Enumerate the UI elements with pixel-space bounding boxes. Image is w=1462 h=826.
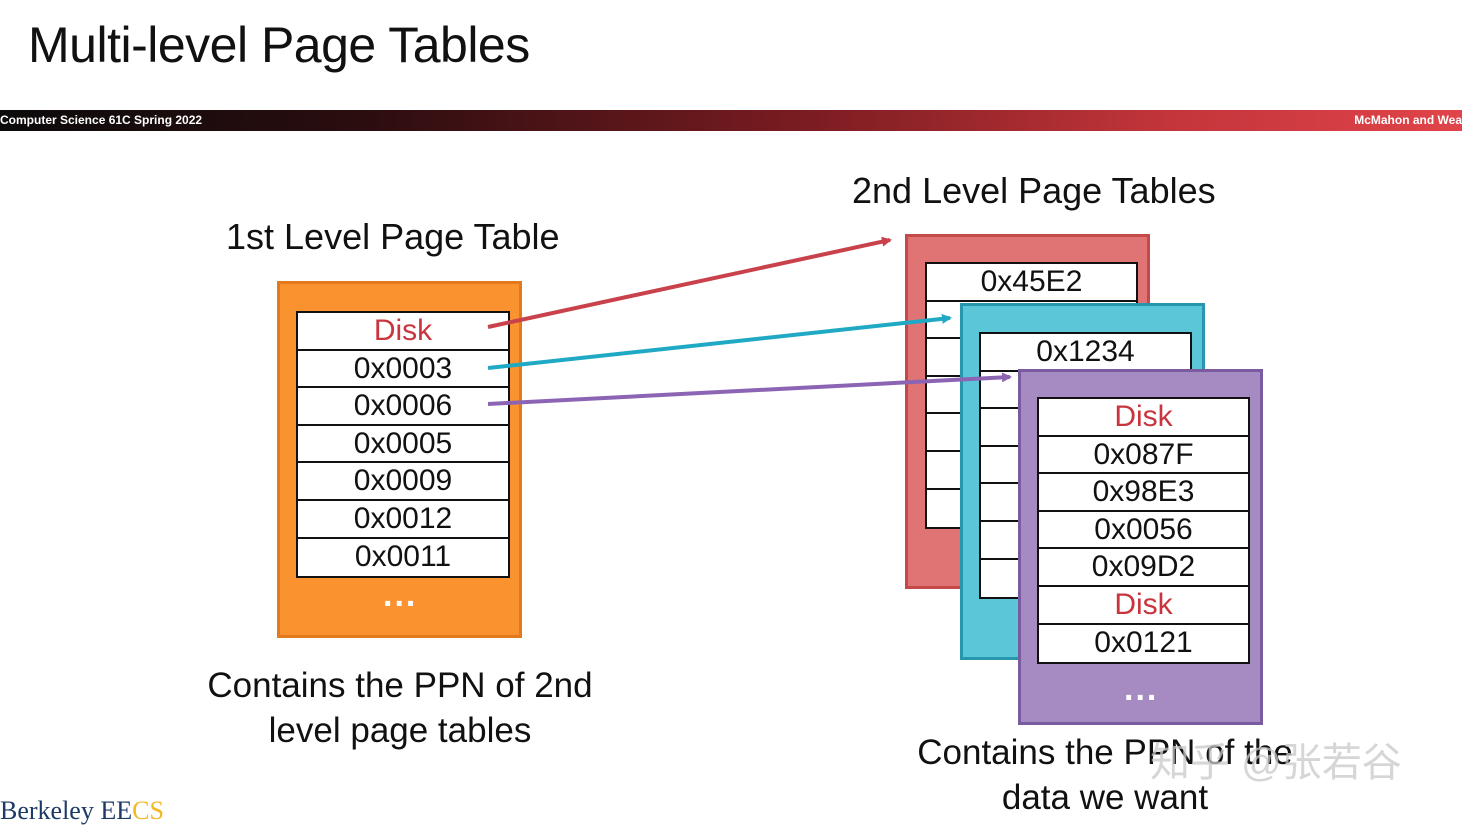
table-row: 0x0003: [298, 351, 508, 389]
first-level-ellipsis: ...: [383, 576, 418, 614]
second-level-ellipsis: ...: [1124, 670, 1159, 708]
watermark: 知乎 @张若谷: [1150, 741, 1402, 785]
table-row: 0x087F: [1039, 437, 1248, 475]
caption-line: Contains the PPN of the: [917, 733, 1293, 772]
table-row: 0x0006: [298, 388, 508, 426]
caption-line: Contains the PPN of 2nd: [207, 666, 593, 705]
arrow-0x0006-to-purple-table: [487, 372, 1012, 406]
second-level-panel-purple: Disk 0x087F 0x98E3 0x0056 0x09D2 Disk 0x…: [1018, 369, 1263, 725]
course-name: Computer Science 61C Spring 2022: [0, 113, 203, 127]
second-level-label: 2nd Level Page Tables: [852, 170, 1216, 211]
first-level-label: 1st Level Page Table: [226, 216, 560, 257]
caption-line: level page tables: [268, 711, 532, 750]
table-row: 0x45E2: [927, 264, 1136, 302]
table-row: 0x0009: [298, 463, 508, 501]
table-row: 0x98E3: [1039, 474, 1248, 512]
table-row: 0x0012: [298, 501, 508, 539]
arrow-disk-to-red-table: [487, 236, 892, 329]
course-banner: Computer Science 61C Spring 2022 McMahon…: [0, 110, 1462, 131]
table-row: 0x0121: [1094, 625, 1193, 659]
slide-title: Multi-level Page Tables: [28, 17, 530, 73]
first-level-caption: Contains the PPN of 2nd level page table…: [180, 663, 620, 753]
first-level-panel: Disk 0x0003 0x0006 0x0005 0x0009 0x0012 …: [277, 281, 522, 638]
purple-table: Disk 0x087F 0x98E3 0x0056 0x09D2 Disk 0x…: [1037, 397, 1250, 665]
table-row: 0x0005: [298, 426, 508, 464]
logo-main: Berkeley EE: [0, 796, 133, 825]
logo-accent: CS: [132, 796, 164, 825]
arrow-0x0003-to-teal-table: [487, 313, 952, 370]
first-level-table: Disk 0x0003 0x0006 0x0005 0x0009 0x0012 …: [296, 311, 510, 579]
table-row: Disk: [298, 313, 508, 351]
berkeley-eecs-logo: Berkeley EECS: [0, 796, 164, 826]
instructors: McMahon and Wea: [1354, 113, 1462, 127]
table-row: Disk: [1039, 587, 1248, 625]
table-row: 0x0056: [1039, 512, 1248, 550]
table-row: Disk: [1039, 399, 1248, 437]
second-level-caption: Contains the PPN of the data we want: [880, 730, 1330, 820]
caption-line: data we want: [1001, 778, 1209, 817]
table-row: 0x0011: [354, 539, 452, 573]
table-row: 0x09D2: [1039, 549, 1248, 587]
